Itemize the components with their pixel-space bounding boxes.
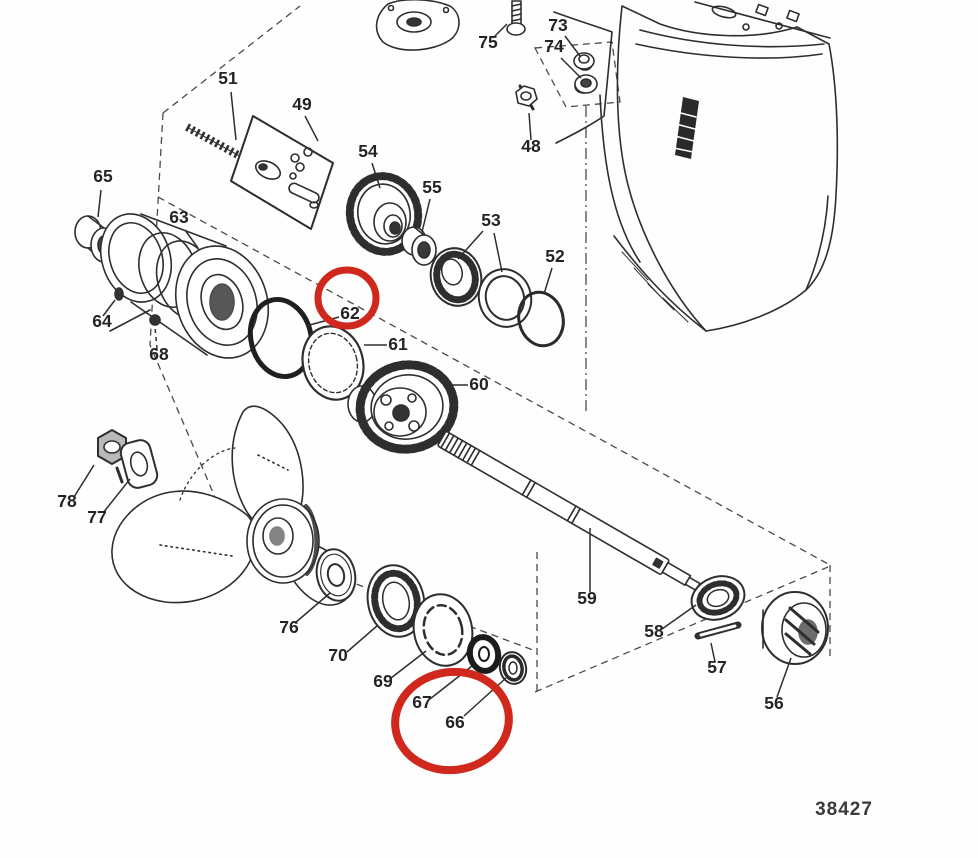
part-64-pin — [114, 287, 124, 301]
part-60-forward-gear — [347, 360, 459, 454]
part-label-67: 67 — [412, 692, 431, 712]
part-73-nut — [573, 52, 595, 70]
leader-line-70 — [346, 624, 379, 653]
part-48-nut-stud — [515, 84, 538, 111]
part-61-shim-ring — [301, 325, 365, 401]
part-label-65: 65 — [93, 166, 113, 186]
leader-line-77 — [102, 478, 131, 514]
part-label-69: 69 — [373, 671, 393, 691]
part-label-49: 49 — [292, 94, 312, 114]
part-label-76: 76 — [279, 617, 299, 637]
highlight-marks — [314, 266, 513, 775]
part-77-tab-washer — [119, 439, 159, 489]
leader-line-54 — [371, 162, 381, 189]
highlight-circle-62 — [314, 266, 380, 330]
leader-lines — [73, 23, 792, 717]
part-69-wave-washer — [412, 593, 474, 667]
part-label-66: 66 — [445, 712, 465, 732]
part-52-o-ring — [517, 290, 565, 348]
part-57-pin — [694, 621, 742, 640]
leader-line-52 — [543, 267, 553, 295]
leader-line-62 — [305, 316, 340, 327]
part-label-56: 56 — [764, 693, 784, 713]
leader-line-58 — [661, 604, 697, 630]
leader-line-64 — [102, 299, 116, 317]
part-label-73: 73 — [548, 15, 568, 35]
part-67-seal — [466, 634, 502, 674]
part-53-bearing-cone — [429, 247, 483, 307]
water-pump-base — [375, 0, 460, 51]
part-label-60: 60 — [469, 374, 489, 394]
leader-line-75 — [492, 23, 508, 39]
leader-line-65 — [97, 189, 102, 218]
leader-line-76 — [294, 592, 331, 624]
leader-line-78 — [73, 464, 95, 498]
part-propeller — [111, 405, 350, 606]
part-label-51: 51 — [218, 68, 238, 88]
part-label-61: 61 — [388, 334, 408, 354]
part-70-thrust-bearing — [366, 564, 426, 638]
part-54-pinion-gear — [345, 172, 423, 256]
part-label-57: 57 — [707, 657, 726, 677]
part-53-bearing-race — [477, 268, 533, 328]
leader-line-48 — [528, 112, 532, 141]
leader-line-53 — [493, 232, 503, 273]
leader-line-57 — [710, 642, 716, 663]
part-63-bearing-carrier — [100, 213, 270, 359]
part-label-55: 55 — [422, 177, 442, 197]
part-59-propeller-shaft — [437, 431, 701, 592]
leader-line-55 — [421, 198, 431, 233]
part-label-58: 58 — [644, 621, 664, 641]
part-label-77: 77 — [87, 507, 106, 527]
part-label-75: 75 — [478, 32, 498, 52]
leader-line-69 — [390, 650, 427, 679]
part-68-pin — [149, 314, 161, 326]
part-label-63: 63 — [169, 207, 189, 227]
part-76-thrust-washer — [315, 548, 357, 602]
leader-line-66 — [463, 677, 507, 717]
leader-line-63 — [184, 229, 199, 249]
leader-line-49 — [304, 115, 319, 142]
part-label-74: 74 — [544, 36, 564, 56]
part-66-seal — [498, 651, 528, 685]
part-label-78: 78 — [57, 491, 77, 511]
drawing-number: 38427 — [815, 799, 873, 820]
part-label-70: 70 — [328, 645, 348, 665]
leader-line-53 — [457, 230, 484, 260]
part-49-kit-box — [230, 115, 334, 230]
part-56-carrier-head — [761, 591, 829, 665]
leader-line-51 — [230, 91, 237, 141]
part-label-53: 53 — [481, 210, 501, 230]
part-label-64: 64 — [92, 311, 112, 331]
highlight-circle-66 — [391, 667, 513, 775]
part-75-bolt — [506, 0, 526, 36]
part-labels: 48 49 51 52 53 54 55 56 57 58 59 60 61 62 63 64 65 66 67 68… — [57, 15, 784, 732]
part-62-o-ring — [247, 296, 315, 380]
leader-line-68 — [154, 326, 158, 350]
gearcase-housing — [553, 1, 839, 332]
part-label-48: 48 — [521, 136, 541, 156]
part-label-68: 68 — [149, 344, 169, 364]
part-74-washer — [574, 74, 598, 94]
part-label-52: 52 — [545, 246, 565, 266]
leader-line-74 — [560, 57, 582, 79]
part-58-bearing — [690, 575, 746, 621]
part-51-spring — [185, 123, 249, 164]
leader-line-73 — [564, 35, 581, 57]
part-label-54: 54 — [358, 141, 378, 161]
part-label-59: 59 — [577, 588, 597, 608]
leader-line-56 — [776, 657, 792, 698]
part-55-bushing — [401, 226, 437, 266]
housing-vent-slot — [673, 97, 699, 159]
part-label-62: 62 — [340, 303, 360, 323]
part-78-prop-nut — [97, 429, 127, 484]
